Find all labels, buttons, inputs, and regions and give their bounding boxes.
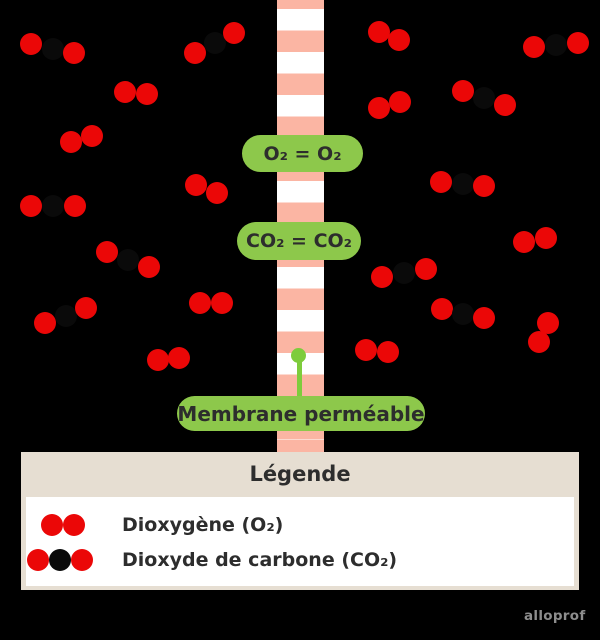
oxygen-atom-dot bbox=[493, 94, 516, 117]
carbon-atom-dot bbox=[41, 195, 64, 217]
carbon-atom-dot bbox=[451, 173, 474, 195]
oxygen-atom-dot bbox=[537, 311, 560, 334]
co2-equilibrium-label: CO₂ = CO₂ bbox=[237, 222, 361, 260]
oxygen-atom-dot bbox=[414, 257, 437, 280]
carbon-atom-dot bbox=[54, 304, 77, 327]
oxygen-atom-dot bbox=[146, 349, 169, 372]
carbon-atom-dot bbox=[452, 302, 474, 325]
oxygen-atom-dot bbox=[473, 175, 496, 198]
carbon-atom-dot bbox=[393, 262, 415, 284]
legend-box: Légende Dioxygène (O₂) Dioxyde de carbon… bbox=[21, 452, 579, 590]
oxygen-atom-dot bbox=[71, 549, 93, 571]
oxygen-atom-dot bbox=[527, 331, 550, 354]
legend-item-label: Dioxygène (O₂) bbox=[122, 514, 284, 536]
legend-body: Dioxygène (O₂) Dioxyde de carbone (CO₂) bbox=[26, 497, 574, 586]
o2-molecule-icon bbox=[41, 514, 85, 536]
oxygen-atom-dot bbox=[367, 97, 390, 120]
carbon-atom-dot bbox=[545, 34, 567, 56]
oxygen-atom-dot bbox=[452, 79, 475, 102]
carbon-atom-dot bbox=[41, 37, 64, 60]
carbon-atom-dot bbox=[49, 549, 71, 571]
oxygen-atom-dot bbox=[211, 292, 233, 314]
o2-equilibrium-label: O₂ = O₂ bbox=[242, 135, 363, 172]
oxygen-atom-dot bbox=[513, 231, 536, 254]
oxygen-atom-dot bbox=[473, 307, 496, 330]
oxygen-atom-dot bbox=[430, 297, 453, 320]
carbon-atom-dot bbox=[473, 87, 495, 109]
alloprof-logo: alloprof bbox=[524, 608, 586, 624]
oxygen-atom-dot bbox=[63, 195, 86, 217]
oxygen-atom-dot bbox=[63, 514, 85, 536]
oxygen-atom-dot bbox=[429, 170, 452, 193]
legend-item-label: Dioxyde de carbone (CO₂) bbox=[122, 549, 398, 571]
carbon-atom-dot bbox=[203, 32, 226, 54]
oxygen-atom-dot bbox=[367, 20, 390, 43]
oxygen-atom-dot bbox=[388, 29, 411, 52]
membrane-pointer-line bbox=[297, 355, 302, 397]
oxygen-atom-dot bbox=[355, 338, 378, 361]
oxygen-atom-dot bbox=[19, 32, 42, 55]
oxygen-atom-dot bbox=[27, 549, 49, 571]
oxygen-atom-dot bbox=[189, 292, 211, 314]
oxygen-atom-dot bbox=[81, 124, 104, 147]
oxygen-atom-dot bbox=[185, 173, 208, 196]
oxygen-atom-dot bbox=[96, 240, 119, 263]
oxygen-atom-dot bbox=[184, 42, 207, 65]
carbon-atom-dot bbox=[117, 248, 139, 271]
legend-item-carbon-dioxide: Dioxyde de carbone (CO₂) bbox=[26, 548, 574, 572]
legend-title: Légende bbox=[249, 462, 351, 486]
oxygen-atom-dot bbox=[19, 195, 42, 217]
co2-molecule-icon bbox=[27, 549, 93, 571]
oxygen-atom-dot bbox=[63, 42, 86, 65]
oxygen-atom-dot bbox=[137, 256, 160, 279]
oxygen-atom-dot bbox=[41, 514, 63, 536]
oxygen-atom-dot bbox=[566, 32, 589, 55]
oxygen-atom-dot bbox=[75, 296, 98, 319]
oxygen-atom-dot bbox=[534, 226, 557, 249]
membrane-pointer-dot bbox=[291, 348, 306, 363]
membrane-label: Membrane perméable bbox=[177, 396, 425, 431]
oxygen-atom-dot bbox=[376, 341, 399, 364]
oxygen-atom-dot bbox=[114, 81, 137, 104]
oxygen-atom-dot bbox=[135, 82, 158, 105]
oxygen-atom-dot bbox=[523, 35, 546, 58]
oxygen-atom-dot bbox=[59, 131, 82, 154]
legend-item-dioxygen: Dioxygène (O₂) bbox=[26, 513, 574, 537]
oxygen-atom-dot bbox=[371, 266, 394, 289]
oxygen-atom-dot bbox=[168, 346, 191, 369]
oxygen-atom-dot bbox=[33, 312, 56, 335]
oxygen-atom-dot bbox=[205, 182, 228, 205]
oxygen-atom-dot bbox=[222, 21, 245, 44]
oxygen-atom-dot bbox=[389, 90, 412, 113]
